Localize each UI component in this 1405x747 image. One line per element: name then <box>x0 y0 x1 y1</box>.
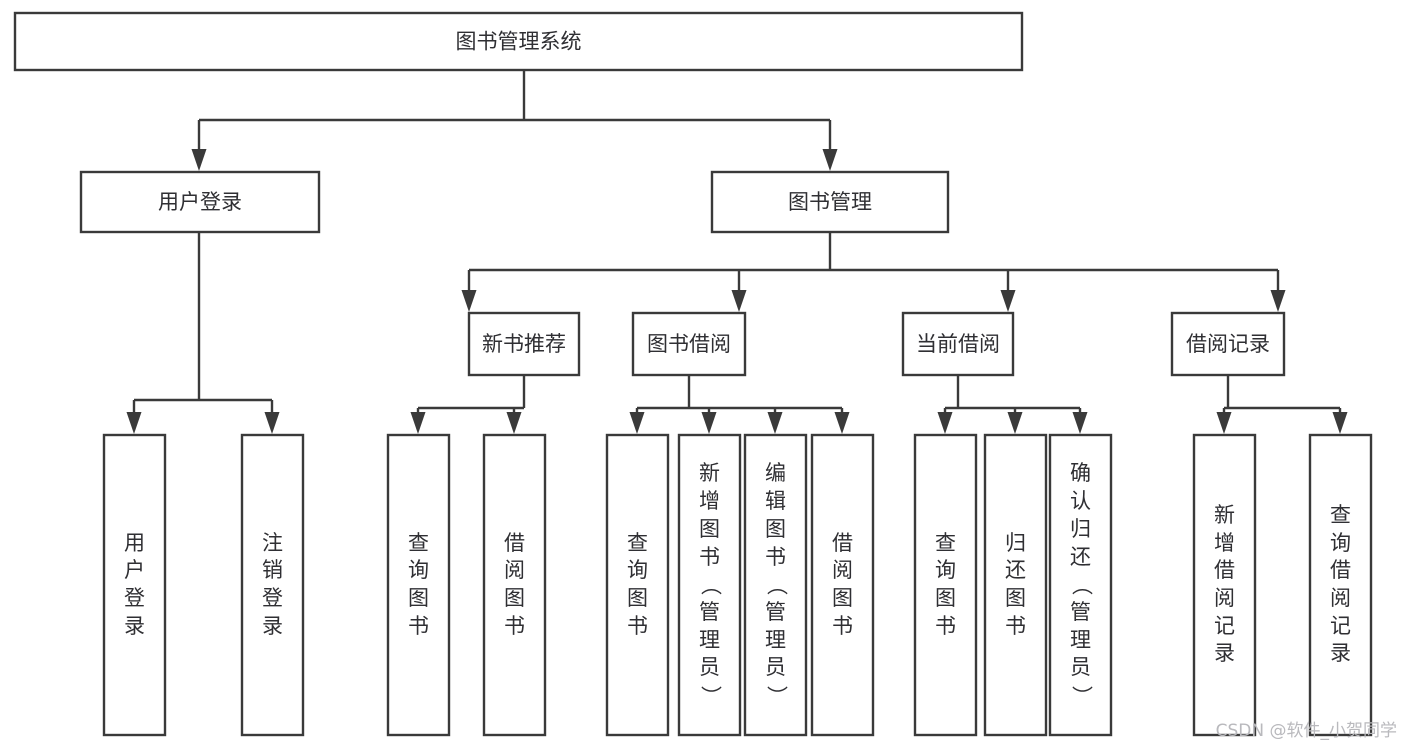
arrow-head-icon <box>701 412 717 434</box>
connector-new-book-recommend <box>410 375 526 434</box>
arrow-head-icon <box>264 412 280 434</box>
arrow-head-icon <box>1000 290 1016 312</box>
node-box-leaf-return-book[interactable] <box>983 433 1048 737</box>
arrow-head-icon <box>191 149 207 171</box>
node-box-leaf-borrow-book-1[interactable] <box>482 433 547 737</box>
node-box-current-borrow[interactable] <box>901 311 1015 377</box>
node-box-layer <box>13 11 1373 737</box>
node-label-borrow-record: 借阅记录 <box>1186 332 1270 356</box>
arrow-head-icon <box>1332 412 1348 434</box>
arrow-head-icon <box>461 290 477 312</box>
node-label-new-book-recommend: 新书推荐 <box>482 332 566 356</box>
connector-current-borrow <box>937 375 1088 434</box>
node-label-current-borrow: 当前借阅 <box>916 332 1000 356</box>
arrow-head-icon <box>410 412 426 434</box>
connector-borrow-record <box>1216 375 1348 434</box>
arrow-head-icon <box>767 412 783 434</box>
arrow-head-icon <box>506 412 522 434</box>
node-box-leaf-add-book[interactable] <box>677 433 742 737</box>
connector-root <box>191 70 838 171</box>
arrow-head-icon <box>1007 412 1023 434</box>
arrow-head-icon <box>1216 412 1232 434</box>
arrow-head-icon <box>1072 412 1088 434</box>
node-box-leaf-borrow-book-2[interactable] <box>810 433 875 737</box>
arrow-head-icon <box>1270 290 1286 312</box>
node-box-user-login[interactable] <box>79 170 321 234</box>
connector-layer <box>126 70 1348 434</box>
node-box-borrow-record[interactable] <box>1170 311 1286 377</box>
node-box-leaf-confirm-return[interactable] <box>1048 433 1113 737</box>
arrow-head-icon <box>126 412 142 434</box>
arrow-head-icon <box>937 412 953 434</box>
node-box-leaf-add-record[interactable] <box>1192 433 1257 737</box>
node-box-leaf-logout-login[interactable] <box>240 433 305 737</box>
arrow-head-icon <box>822 149 838 171</box>
connector-book-manage <box>461 232 1286 312</box>
arrow-head-icon <box>834 412 850 434</box>
node-label-book-manage: 图书管理 <box>788 190 872 214</box>
node-box-leaf-user-login[interactable] <box>102 433 167 737</box>
csdn-watermark: CSDN @软件_小贺同学 <box>1215 721 1397 741</box>
node-label-book-borrow: 图书借阅 <box>647 332 731 356</box>
node-label-root: 图书管理系统 <box>456 30 582 54</box>
connector-book-borrow <box>629 375 850 434</box>
node-box-leaf-query-book-3[interactable] <box>913 433 978 737</box>
node-box-book-manage[interactable] <box>710 170 950 234</box>
node-box-root[interactable] <box>13 11 1024 72</box>
node-label-user-login: 用户登录 <box>158 190 242 214</box>
node-box-leaf-query-book-1[interactable] <box>386 433 451 737</box>
node-box-leaf-query-book-2[interactable] <box>605 433 670 737</box>
node-box-leaf-edit-book[interactable] <box>743 433 808 737</box>
node-box-book-borrow[interactable] <box>631 311 747 377</box>
node-box-leaf-query-record[interactable] <box>1308 433 1373 737</box>
connector-user-login <box>126 232 280 434</box>
node-box-new-book-recommend[interactable] <box>467 311 581 377</box>
arrow-head-icon <box>731 290 747 312</box>
arrow-head-icon <box>629 412 645 434</box>
